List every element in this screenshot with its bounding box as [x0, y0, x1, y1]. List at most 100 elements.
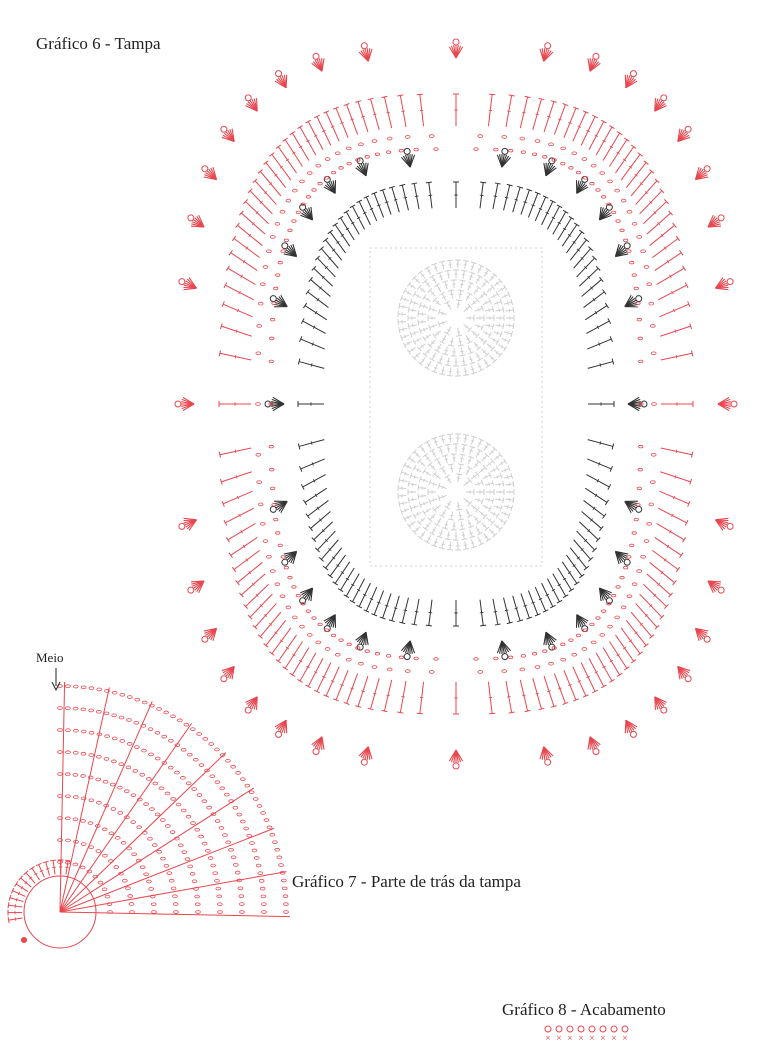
stitch-bar — [427, 443, 431, 447]
chain-symbol — [629, 260, 635, 265]
stitch-top — [477, 357, 483, 362]
chain-symbol — [201, 841, 208, 846]
stitch-bar — [313, 671, 318, 674]
stitch-top — [432, 333, 437, 339]
stitch-bar — [460, 283, 464, 286]
stitch-top — [398, 302, 401, 309]
chain-symbol — [611, 210, 617, 215]
stitch-top — [583, 237, 590, 243]
stitch-top — [23, 870, 29, 876]
chain-symbol — [273, 517, 279, 522]
stitch-top — [475, 459, 482, 464]
stitch-bar — [477, 365, 482, 368]
stitch-bar — [413, 301, 416, 305]
chain-symbol — [149, 703, 155, 708]
stitch-top — [550, 705, 557, 708]
stitch-bar — [673, 495, 676, 500]
stitch-bar — [427, 363, 431, 367]
stitch-top — [252, 624, 258, 630]
chain-symbol — [636, 317, 642, 322]
stitch-top — [446, 374, 453, 377]
chain-symbol — [230, 764, 236, 769]
chain-symbol — [239, 902, 245, 906]
shell-stitch — [677, 666, 681, 680]
stitch-top — [506, 621, 513, 625]
stitch-bar — [488, 308, 490, 313]
stitch-top — [490, 520, 496, 526]
stitch-bar — [490, 530, 494, 534]
stitch-bar — [551, 588, 556, 592]
chain-symbol — [374, 652, 380, 656]
chain-symbol — [266, 825, 273, 830]
chain-symbol — [299, 624, 305, 629]
chain-symbol — [164, 791, 171, 796]
stitch-top — [337, 588, 344, 593]
stitch-top — [534, 613, 541, 617]
chain-symbol — [631, 531, 637, 535]
picot-symbol — [281, 558, 289, 566]
stitch-top — [235, 580, 240, 586]
stitch-bar — [458, 293, 463, 296]
stitch-top — [485, 441, 492, 447]
stitch-top — [556, 204, 563, 209]
stitch-bar — [562, 227, 567, 231]
chain-symbol — [650, 351, 657, 356]
stitch-top — [302, 302, 308, 309]
stitch-top — [257, 169, 263, 174]
back-spoke — [59, 911, 290, 918]
stitch-top — [238, 210, 244, 216]
stitch-bar — [426, 350, 430, 354]
stitch-top — [461, 538, 468, 541]
chain-symbol — [640, 554, 646, 559]
stitch-bar — [306, 139, 310, 143]
stitch-bar — [414, 610, 419, 613]
stitch-top — [400, 508, 403, 515]
chain-symbol — [234, 870, 241, 875]
chain-symbol — [136, 825, 142, 830]
stitch-bar — [373, 692, 377, 695]
shell-stitch — [543, 51, 554, 62]
chain-symbol — [236, 812, 243, 817]
stitch-bar — [622, 158, 627, 162]
shell-stitch — [280, 295, 288, 307]
stitch-top — [475, 285, 482, 290]
stitch-bar — [567, 234, 572, 237]
stitch-bar — [675, 354, 678, 359]
stitch-bar — [669, 529, 672, 534]
chain-symbol — [148, 752, 154, 757]
stitch-top — [407, 323, 410, 330]
stitch-top — [438, 434, 446, 437]
shell-stitch — [285, 74, 288, 88]
chart-6-title: Gráfico 6 - Tampa — [36, 34, 161, 53]
chain-symbol — [86, 869, 93, 874]
chain-symbol — [97, 880, 104, 885]
stitch-top — [599, 276, 604, 283]
stitch-bar — [402, 327, 404, 332]
stitch-bar — [437, 461, 441, 464]
stitch-bar — [421, 274, 425, 277]
stitch-bar — [480, 338, 484, 342]
chain-symbol — [269, 467, 275, 472]
stitch-bar — [350, 118, 354, 121]
chain-symbol — [95, 849, 102, 853]
stitch-bar — [490, 450, 494, 454]
stitch-top — [512, 306, 515, 313]
stitch-top — [467, 465, 473, 470]
stitch-top — [526, 616, 533, 620]
chain-symbol — [606, 202, 612, 207]
shell-stitch — [576, 186, 589, 194]
chain-symbol — [65, 684, 71, 688]
stitch-top — [409, 472, 413, 479]
chain-symbol — [281, 886, 288, 891]
chain-symbol — [501, 669, 508, 673]
stitch-top — [322, 565, 329, 571]
stitch-bar — [485, 474, 488, 479]
chain-symbol — [156, 849, 162, 854]
stitch-top — [436, 535, 443, 539]
chain-symbol — [532, 152, 538, 156]
stitch-bar — [628, 165, 633, 169]
stitch-bar — [255, 593, 259, 597]
stitch-bar — [321, 529, 325, 533]
stitch-bar — [538, 207, 543, 211]
chain-symbol — [601, 195, 607, 199]
